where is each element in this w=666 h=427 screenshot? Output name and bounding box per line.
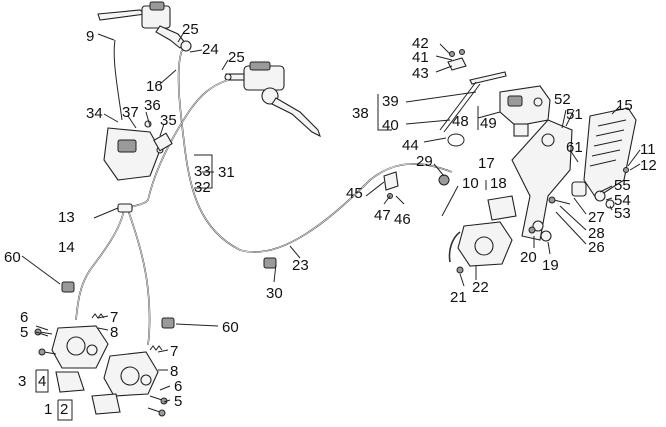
callout-45: 45 — [346, 185, 363, 202]
callout-35: 35 — [160, 112, 177, 129]
leader-lines — [21, 31, 641, 421]
callout-39: 39 — [382, 93, 399, 110]
callout-6: 6 — [20, 309, 28, 326]
front-brake-lever-assembly — [97, 1, 192, 52]
callout-47: 47 — [374, 207, 391, 224]
callout-46: 46 — [394, 211, 411, 228]
callout-55: 55 — [614, 177, 631, 194]
callout-33: 33 — [194, 163, 211, 180]
front-caliper-left — [51, 325, 109, 393]
callout-51: 51 — [566, 106, 583, 123]
callout-15: 15 — [616, 97, 633, 114]
callout-17: 17 — [478, 155, 495, 172]
callout-60-b: 60 — [222, 319, 239, 336]
pad-pin — [548, 196, 571, 205]
callout-52: 52 — [554, 91, 571, 108]
callout-43: 43 — [412, 65, 429, 82]
callout-22: 22 — [472, 279, 489, 296]
callout-38: 38 — [352, 105, 369, 122]
callout-10: 10 — [462, 175, 479, 192]
rear-master-cylinder-assembly — [224, 61, 321, 138]
callout-61: 61 — [566, 139, 583, 156]
callout-23: 23 — [292, 257, 309, 274]
callout-30: 30 — [266, 285, 283, 302]
callout-25-b: 25 — [228, 49, 245, 66]
caliper-hanger — [511, 119, 573, 241]
callout-9: 9 — [86, 28, 94, 45]
callout-49: 49 — [480, 115, 497, 132]
callout-5-b: 5 — [174, 393, 182, 410]
callout-16: 16 — [146, 78, 163, 95]
callout-29: 29 — [416, 153, 433, 170]
callout-2: 2 — [60, 401, 68, 418]
callout-12: 12 — [640, 157, 657, 174]
callout-32: 32 — [194, 179, 211, 196]
spacers — [571, 167, 629, 209]
hose-guide — [383, 171, 450, 199]
callout-26: 26 — [588, 239, 605, 256]
hose-clip-right — [161, 317, 175, 329]
callout-3: 3 — [18, 373, 26, 390]
callout-28: 28 — [588, 225, 605, 242]
lever-cable — [113, 39, 123, 121]
callout-8-b: 8 — [170, 363, 178, 380]
callout-1: 1 — [44, 401, 52, 418]
callout-34: 34 — [86, 105, 103, 122]
callout-25: 25 — [182, 21, 199, 38]
hose-clip-left — [61, 281, 75, 293]
callout-21: 21 — [450, 289, 467, 306]
callout-8: 8 — [110, 324, 118, 341]
callout-48: 48 — [452, 113, 469, 130]
callout-41: 41 — [412, 49, 429, 66]
callout-18: 18 — [490, 175, 507, 192]
callout-27: 27 — [588, 209, 605, 226]
callout-6-b: 6 — [174, 378, 182, 395]
callout-60: 60 — [4, 249, 21, 266]
callout-14: 14 — [58, 239, 75, 256]
callout-31: 31 — [218, 164, 235, 181]
callout-5: 5 — [20, 324, 28, 341]
callout-24: 24 — [202, 41, 219, 58]
callout-40: 40 — [382, 117, 399, 134]
callout-4: 4 — [38, 373, 46, 390]
callout-7: 7 — [110, 309, 118, 326]
rear-cable — [439, 71, 507, 147]
callout-36: 36 — [144, 97, 161, 114]
front-caliper-right — [91, 351, 159, 415]
callout-42: 42 — [412, 35, 429, 52]
callout-19: 19 — [542, 257, 559, 274]
callout-13: 13 — [58, 209, 75, 226]
callout-53: 53 — [614, 205, 631, 222]
disc-guard — [583, 107, 637, 199]
callout-37: 37 — [122, 104, 139, 121]
callout-20: 20 — [520, 249, 537, 266]
brake-lever-bracket — [447, 49, 467, 71]
hose-clip-center — [263, 257, 277, 269]
callout-44: 44 — [402, 137, 419, 154]
abs-unit — [499, 85, 551, 137]
callout-7-b: 7 — [170, 343, 178, 360]
callout-11: 11 — [640, 141, 656, 158]
rear-caliper — [448, 195, 552, 274]
callout-labels: 9 25 24 25 16 34 37 36 35 33 31 32 13 14… — [4, 21, 657, 418]
front-left-hose — [75, 209, 125, 321]
callout-54: 54 — [614, 192, 631, 209]
